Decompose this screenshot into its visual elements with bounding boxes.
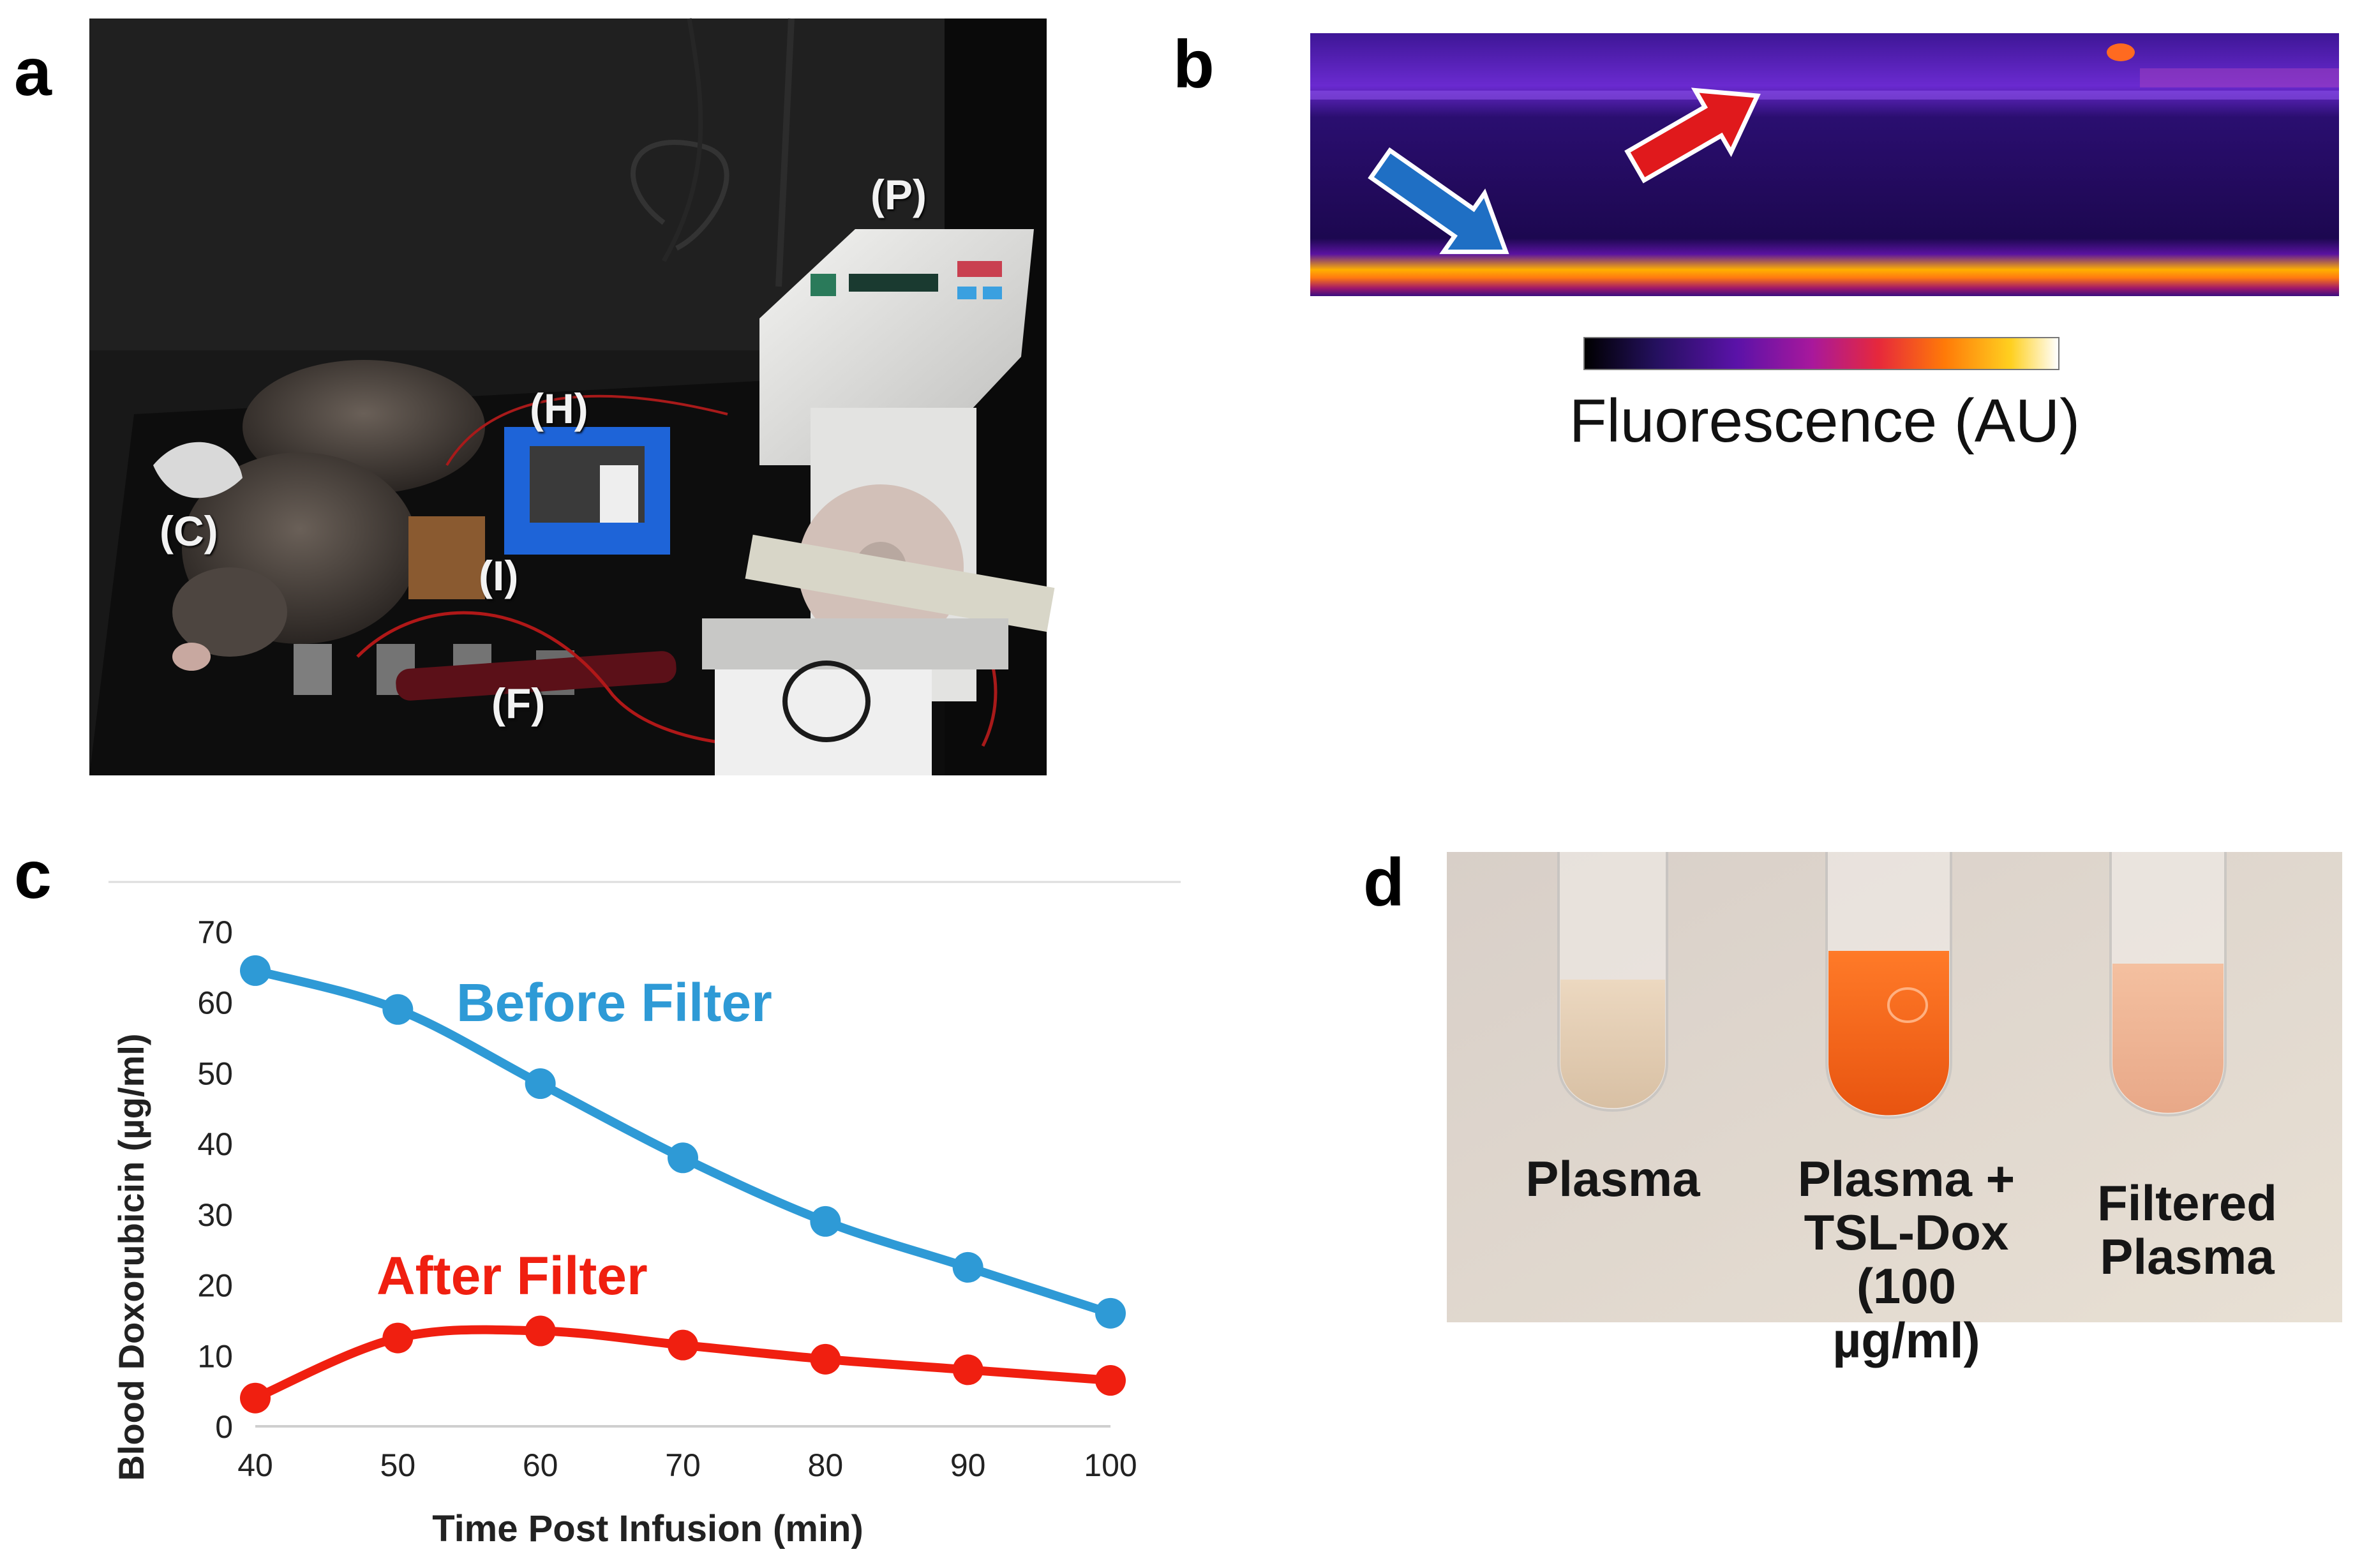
y-tick-label: 20 [197, 1268, 233, 1304]
label-filtered-line1: Filtered [2097, 1175, 2277, 1231]
y-tick-label: 30 [197, 1197, 233, 1233]
label-plasma-tsl-line1: Plasma + [1797, 1151, 2015, 1207]
fluorescence-colorbar [1583, 337, 2059, 370]
label-filtered-plasma: Filtered Plasma [2085, 1175, 2289, 1285]
series-label-0: Before Filter [456, 973, 772, 1033]
x-axis-title: Time Post Infusion (min) [432, 1508, 863, 1549]
y-tick-label: 40 [197, 1126, 233, 1162]
x-tick-label: 70 [665, 1447, 701, 1483]
label-heat-exchanger: (H) [530, 385, 588, 432]
data-point-series-1 [668, 1329, 698, 1361]
label-catheter: (C) [160, 507, 218, 555]
label-pump: (P) [871, 171, 927, 218]
doxorubicin-line-chart: 0 10 20 30 40 50 60 70 40 50 60 70 80 90 100 Before F… [108, 881, 1181, 1549]
fluorescence-image [1310, 33, 2339, 296]
y-tick-label: 60 [197, 985, 233, 1021]
data-point-series-1 [382, 1322, 414, 1354]
y-tick-label: 10 [197, 1338, 233, 1374]
panel-a-letter: a [14, 34, 52, 110]
colorbar-label: Fluorescence (AU) [1569, 387, 2081, 455]
x-tick-label: 40 [237, 1447, 273, 1483]
label-plasma-tsl-line3: (100 µg/ml) [1832, 1258, 1980, 1368]
data-point-series-0 [525, 1068, 556, 1100]
plasma-tubes-illustration [1447, 852, 2342, 1322]
data-point-series-1 [952, 1354, 983, 1385]
y-tick-label: 0 [215, 1409, 233, 1445]
data-point-series-0 [240, 955, 271, 986]
x-axis-ticks: 40 50 60 70 80 90 100 [237, 1447, 1137, 1483]
y-tick-label: 70 [197, 915, 233, 950]
data-point-series-1 [1095, 1365, 1126, 1396]
x-tick-label: 50 [380, 1447, 416, 1483]
panel-c-letter: c [14, 837, 52, 913]
data-point-series-0 [382, 994, 414, 1025]
x-tick-label: 60 [523, 1447, 558, 1483]
data-point-series-0 [810, 1206, 841, 1237]
label-plasma-tsl-dox: Plasma + TSL-Dox (100 µg/ml) [1779, 1152, 2034, 1367]
panel-d-letter: d [1363, 845, 1405, 920]
label-interface: (I) [479, 552, 519, 599]
series-points [240, 955, 1126, 1414]
plasma-tubes-photo: Plasma Plasma + TSL-Dox (100 µg/ml) Filt… [1447, 852, 2342, 1367]
red-arrow [1624, 87, 1761, 184]
blue-arrow [1368, 147, 1509, 255]
data-point-series-0 [1095, 1297, 1126, 1329]
series-label-1: After Filter [377, 1246, 648, 1306]
y-tick-label: 50 [197, 1056, 233, 1091]
panel-b-letter: b [1173, 27, 1215, 102]
data-point-series-1 [240, 1382, 271, 1414]
data-point-series-1 [525, 1315, 556, 1347]
label-plasma-tsl-line2: TSL-Dox [1804, 1204, 2009, 1261]
data-point-series-0 [952, 1251, 983, 1283]
y-axis-title: Blood Doxorubicin (µg/ml) [111, 1033, 151, 1481]
fluorescence-illustration [1310, 33, 2339, 296]
x-tick-label: 90 [950, 1447, 986, 1483]
label-filtered-line2: Plasma [2100, 1228, 2275, 1285]
label-plasma: Plasma [1525, 1151, 1700, 1207]
x-tick-label: 80 [808, 1447, 844, 1483]
experimental-setup-photo: (P) (H) (C) (I) (F) [89, 18, 1055, 775]
x-tick-label: 100 [1084, 1447, 1137, 1483]
label-filter: (F) [491, 680, 546, 727]
data-point-series-1 [810, 1343, 841, 1375]
y-axis-ticks: 0 10 20 30 40 50 60 70 [197, 915, 233, 1445]
data-point-series-0 [668, 1142, 698, 1174]
setup-photo-illustration [89, 18, 1055, 775]
